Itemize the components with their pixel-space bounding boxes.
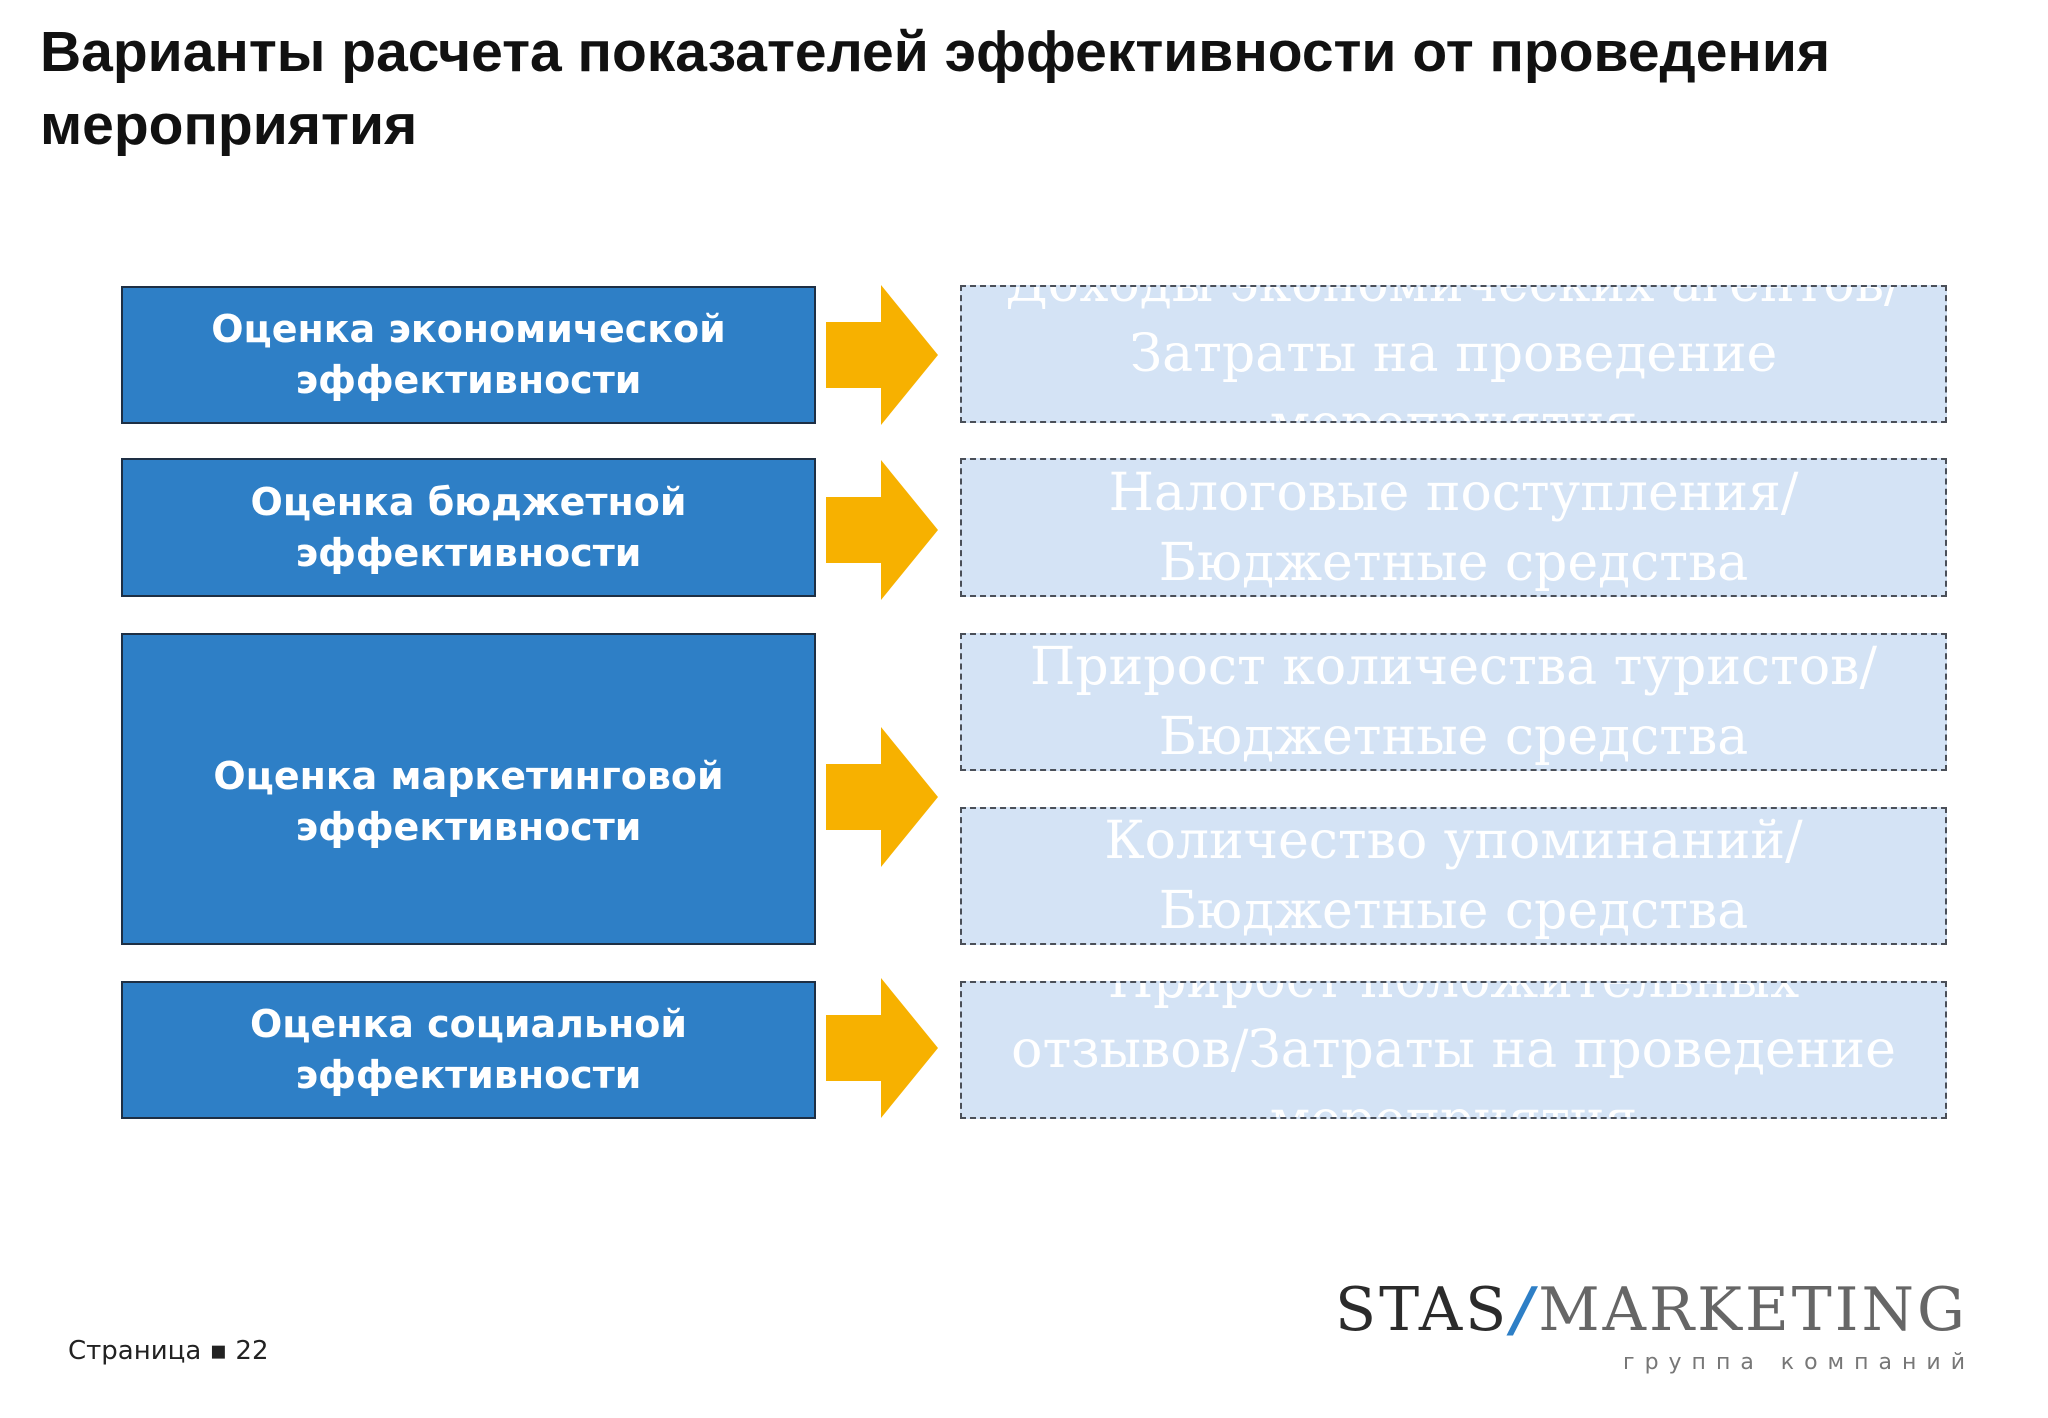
logo-slash-mark: / <box>1511 1275 1537 1345</box>
page-number: Страница ▪ 22 <box>68 1336 269 1366</box>
logo-marketing-text: MARKETING <box>1538 1275 1968 1345</box>
category-budget-efficiency: Оценка бюджетной эффективности <box>121 458 816 597</box>
result-economic-formula: Доходы экономических агентов/ Затраты на… <box>960 285 1947 423</box>
result-social-formula: Прирост положительных отзывов/Затраты на… <box>960 981 1947 1119</box>
slide-title: Варианты расчета показателей эффективнос… <box>40 20 1831 157</box>
logo-subtitle: группа компаний <box>1623 1350 1975 1375</box>
category-economic-efficiency: Оценка экономической эффективности <box>121 286 816 424</box>
right-arrow-icon <box>826 285 938 425</box>
logo-stas-text: STAS <box>1335 1275 1510 1345</box>
result-budget-formula: Налоговые поступления/ Бюджетные средств… <box>960 458 1947 597</box>
company-logo: STAS/MARKETING группа компаний <box>1335 1270 1975 1388</box>
right-arrow-icon <box>826 727 938 867</box>
right-arrow-icon <box>826 460 938 600</box>
right-arrow-icon <box>826 978 938 1118</box>
result-marketing-mentions-formula: Количество упоминаний/ Бюджетные средств… <box>960 807 1947 945</box>
category-marketing-efficiency: Оценка маркетинговой эффективности <box>121 633 816 945</box>
category-social-efficiency: Оценка социальной эффективности <box>121 981 816 1119</box>
result-marketing-tourists-formula: Прирост количества туристов/ Бюджетные с… <box>960 633 1947 771</box>
